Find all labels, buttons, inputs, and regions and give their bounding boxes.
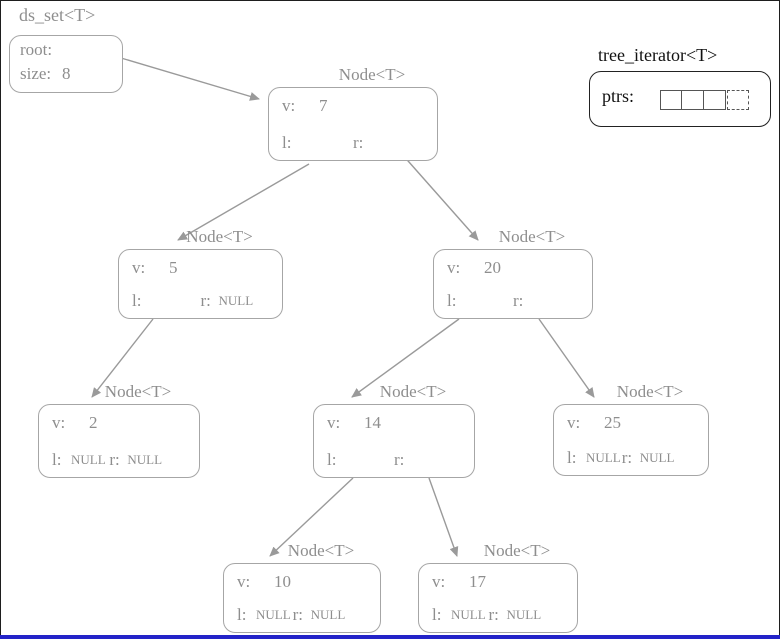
- left-pointer-label: l:: [52, 450, 62, 469]
- right-pointer-label: r:: [621, 448, 633, 467]
- node-type-label: Node<T>: [287, 541, 355, 560]
- value-label: v:: [52, 413, 66, 432]
- value-label: v:: [237, 572, 251, 591]
- tree-iterator-title: tree_iterator<T>: [598, 45, 718, 65]
- tree-node-17: Node<T> v: 17 l: NULL r: NULL: [418, 539, 578, 633]
- bottom-blue-bar: [0, 635, 780, 639]
- node-type-label: Node<T>: [338, 65, 406, 84]
- root-pointer-label: root:: [20, 40, 53, 59]
- right-pointer-value: NULL: [506, 607, 542, 622]
- iterator-cell-dashed: [727, 90, 749, 110]
- node-type-label: Node<T>: [616, 382, 684, 401]
- tree-node-5: Node<T> v: 5 l: r: NULL: [118, 225, 283, 319]
- left-pointer-label: l:: [432, 605, 442, 624]
- tree-node-25: Node<T> v: 25 l: NULL r: NULL: [553, 380, 709, 476]
- value-label: v:: [282, 96, 296, 115]
- tree-iterator-box: ptrs:: [589, 71, 771, 127]
- node-box: v: 20 l: r:: [433, 249, 593, 319]
- node-type-label: Node<T>: [498, 227, 566, 246]
- right-pointer-label: r:: [394, 450, 405, 469]
- left-pointer-label: l:: [237, 605, 247, 624]
- node-box: v: 14 l: r:: [313, 404, 475, 478]
- tree-node-20: Node<T> v: 20 l: r:: [433, 225, 593, 319]
- tree-node-2: Node<T> v: 2 l: NULL r: NULL: [38, 380, 200, 478]
- value-label: v:: [432, 572, 446, 591]
- value: 25: [604, 413, 621, 432]
- tree-node-7: Node<T> v: 7 l: r:: [268, 63, 438, 161]
- right-pointer-value: NULL: [218, 293, 254, 308]
- value: 2: [89, 413, 98, 432]
- tree-node-14: Node<T> v: 14 l: r:: [313, 380, 475, 478]
- right-pointer-label: r:: [200, 291, 211, 310]
- node-type-label: Node<T>: [186, 227, 253, 246]
- node-type-label: Node<T>: [379, 382, 447, 401]
- node-box: v: 17 l: NULL r: NULL: [418, 563, 578, 633]
- value-label: v:: [132, 258, 146, 277]
- left-pointer-label: l:: [567, 448, 577, 467]
- right-pointer-value: NULL: [127, 452, 163, 467]
- value: 10: [274, 572, 291, 591]
- node-type-label: Node<T>: [104, 382, 172, 401]
- node-box: v: 7 l: r:: [268, 87, 438, 161]
- value-label: v:: [447, 258, 461, 277]
- left-pointer-value: NULL: [451, 607, 486, 622]
- iterator-cell: [704, 90, 726, 110]
- ds-set-box: root: size: 8: [9, 35, 123, 93]
- value: 5: [169, 258, 178, 277]
- value: 14: [364, 413, 381, 432]
- ds-set-title: ds_set<T>: [19, 5, 96, 25]
- right-pointer-label: r:: [109, 450, 120, 469]
- value: 7: [319, 96, 328, 115]
- left-pointer-label: l:: [447, 291, 457, 310]
- right-pointer-label: r:: [513, 291, 524, 310]
- node-box: v: 5 l: r: NULL: [118, 249, 283, 319]
- node-type-label: Node<T>: [483, 541, 551, 560]
- size-field-label: size:: [20, 64, 52, 83]
- left-pointer-value: NULL: [256, 607, 291, 622]
- node-box: v: 10 l: NULL r: NULL: [223, 563, 381, 633]
- left-pointer-label: l:: [327, 450, 337, 469]
- edge-root-to-node-7: [120, 57, 260, 101]
- node-box: v: 2 l: NULL r: NULL: [38, 404, 200, 478]
- size-field-value: 8: [62, 64, 71, 83]
- iterator-cell: [682, 90, 704, 110]
- right-pointer-label: r:: [353, 133, 364, 152]
- right-pointer-value: NULL: [310, 607, 346, 622]
- node-box: v: 25 l: NULL r: NULL: [553, 404, 709, 476]
- left-pointer-value: NULL: [586, 450, 621, 465]
- tree-node-10: Node<T> v: 10 l: NULL r: NULL: [223, 539, 381, 633]
- value: 20: [484, 258, 501, 277]
- left-pointer-value: NULL: [71, 452, 106, 467]
- left-pointer-label: l:: [132, 291, 142, 310]
- right-pointer-label: r:: [488, 605, 499, 624]
- right-pointer-value: NULL: [639, 450, 675, 465]
- left-pointer-label: l:: [282, 133, 292, 152]
- iterator-cell: [660, 90, 682, 110]
- value-label: v:: [567, 413, 581, 432]
- value: 17: [469, 572, 486, 591]
- right-pointer-label: r:: [292, 605, 304, 624]
- ptrs-field-label: ptrs:: [602, 86, 635, 106]
- iterator-pointer-array: [660, 90, 749, 110]
- value-label: v:: [327, 413, 341, 432]
